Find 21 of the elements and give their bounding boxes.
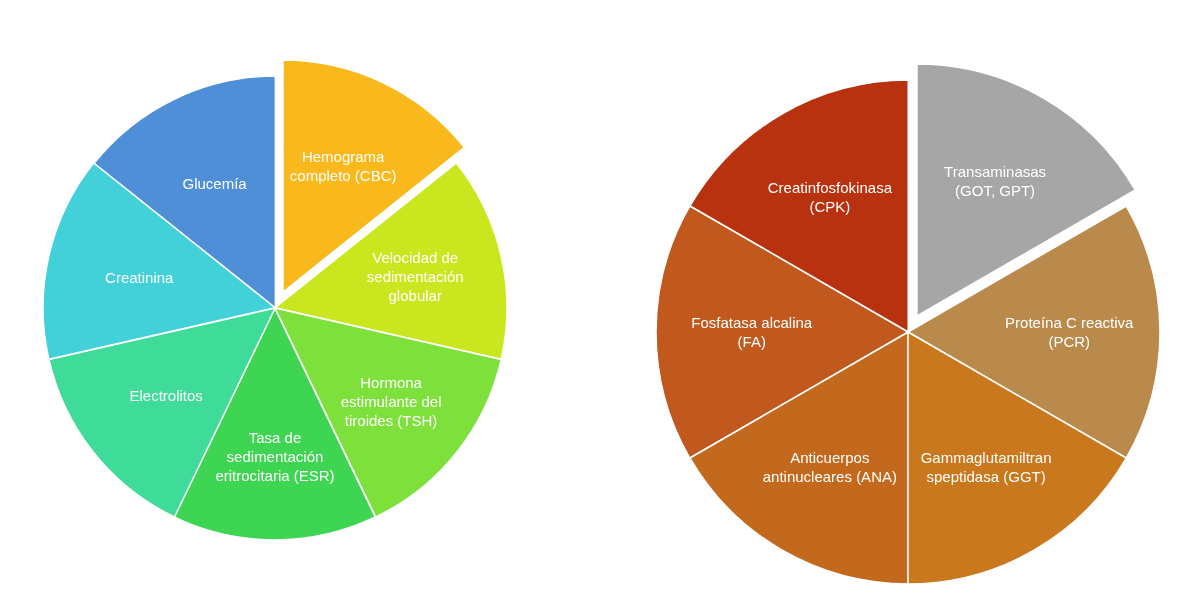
pie-slice <box>275 163 507 360</box>
slice-label: Gammaglutamiltran speptidasa (GGT) <box>919 448 1053 487</box>
slice-label: Hormona estimulante del tiroides (TSH) <box>339 372 443 430</box>
slice-label: Glucemía <box>181 173 248 193</box>
slice-label: Hemograma completo (CBC) <box>288 147 398 186</box>
slice-label: Transaminasas (GOT, GPT) <box>943 162 1048 201</box>
slice-label: Anticuerpos antinucleares (ANA) <box>761 448 898 487</box>
slice-label: Creatinfosfokinasa (CPK) <box>766 177 893 216</box>
slice-label: Fosfatasa alcalina (FA) <box>690 313 814 351</box>
slice-label: Velocidad de sedimentación globular <box>365 247 465 305</box>
slice-label: Proteína C reactiva (PCR) <box>1004 313 1135 351</box>
slice-label: Electrolitos <box>128 385 204 405</box>
pie-slice <box>282 59 465 292</box>
slice-label: Tasa de sedimentación eritrocitaria (ESR) <box>215 427 335 485</box>
slice-label: Creatinina <box>104 267 175 287</box>
pie-slice <box>689 332 908 584</box>
pie-slice <box>43 163 275 360</box>
pie-slice <box>908 332 1127 584</box>
pie-slice <box>917 64 1136 317</box>
pie-slice <box>689 80 908 332</box>
pie-slice <box>93 76 275 308</box>
